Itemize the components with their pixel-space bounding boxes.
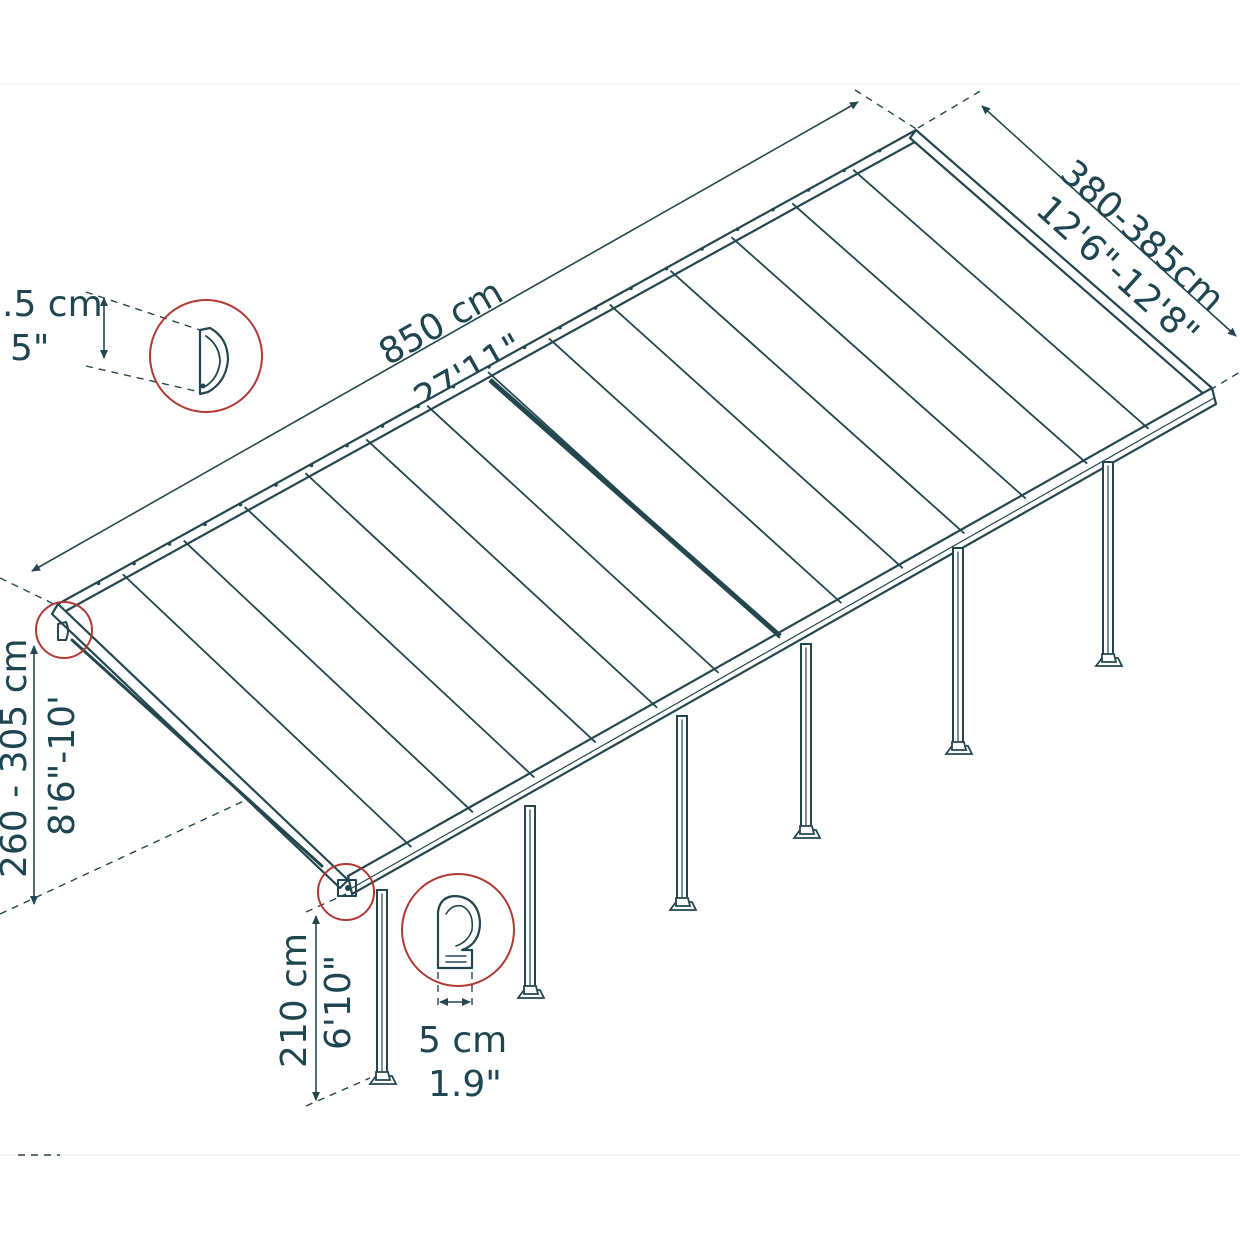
rail-bolt — [771, 207, 775, 212]
rail-bolt — [842, 168, 846, 173]
post-width-metric-label: 5 cm — [418, 1020, 507, 1061]
rail-bolts — [96, 148, 882, 586]
rail-bolt — [806, 188, 811, 192]
panel-seam — [669, 270, 965, 535]
rail-bolt — [558, 325, 562, 330]
rail-bolt — [664, 266, 669, 271]
panel-seam — [365, 438, 658, 709]
post-foot-bracket — [523, 985, 540, 995]
front-corner-bracket-icon — [337, 879, 357, 897]
rail-bolt — [238, 502, 243, 507]
rail-bolt — [309, 463, 314, 468]
panel-seam — [852, 169, 1150, 430]
support-post — [792, 643, 822, 839]
post-foot-bracket — [799, 825, 816, 835]
post-width-imperial-label: 1.9" — [428, 1064, 502, 1105]
left-side-rail — [50, 602, 350, 890]
center-beam — [488, 378, 782, 638]
back-rail — [56, 128, 924, 614]
post-foot-bracket — [951, 741, 968, 751]
back-corner-bracket-icon — [57, 621, 69, 641]
panel-seam — [122, 573, 413, 848]
rail-bolt — [380, 424, 385, 428]
post-profile-icon — [436, 894, 482, 970]
front-height-dimension: 210 cm 6'10" — [274, 893, 371, 1107]
gutter-inner-line — [351, 397, 1215, 889]
back-height-imperial-label: 8'6"-10' — [42, 695, 83, 836]
length-dimension: 850 cm 27'11" — [0, 89, 919, 607]
back-corner-detail-circle — [35, 601, 93, 659]
back-height-metric-label: 260 - 305 cm — [0, 638, 35, 878]
rail-bolt — [700, 247, 704, 251]
rail-bolt — [735, 227, 740, 232]
gutter-depth-imperial-label: 5" — [10, 328, 49, 369]
post-foot-bracket — [675, 897, 692, 907]
front-gutter — [346, 386, 1218, 896]
panel-seam — [304, 472, 597, 744]
rail-bolt — [522, 345, 527, 350]
post-foot-bracket — [375, 1071, 392, 1081]
panel-seam — [791, 202, 1088, 465]
gutter-detail-circle — [149, 299, 263, 413]
roof-panels — [122, 169, 1150, 848]
support-post — [516, 805, 546, 999]
support-post — [1094, 461, 1124, 667]
panel-seam — [609, 303, 904, 569]
rail-bolt — [345, 443, 349, 448]
rail-bolt — [629, 286, 633, 291]
rail-bolt — [416, 404, 420, 409]
gutter-profile-icon — [198, 326, 230, 396]
front-corner-detail-circle — [317, 863, 375, 921]
front-height-metric-label: 210 cm — [274, 933, 315, 1068]
left-rail-shadow — [70, 638, 324, 868]
rail-bolt — [877, 148, 882, 153]
rail-bolt — [487, 365, 491, 369]
back-height-dimension: 260 - 305 cm 8'6"-10' — [0, 638, 247, 915]
panel-seam — [183, 539, 474, 813]
panel-seam — [730, 236, 1027, 500]
support-post — [368, 889, 398, 1085]
rail-bolt — [96, 581, 101, 586]
front-height-imperial-label: 6'10" — [318, 955, 359, 1050]
gutter-depth-metric-label: .5 cm — [2, 284, 103, 325]
width-dimension: 380-385cm 12'6"-12'8" — [917, 89, 1240, 391]
rail-bolt — [167, 542, 172, 546]
support-post — [668, 715, 698, 911]
support-posts — [368, 461, 1124, 1085]
panel-seam — [243, 506, 535, 779]
post-foot-bracket — [1101, 653, 1118, 663]
post-detail-circle — [401, 873, 515, 987]
rail-bolt — [593, 306, 598, 310]
roof — [50, 128, 1218, 896]
post-callout: 5 cm 1.9" — [401, 873, 515, 1105]
gutter-callout: .5 cm 5" — [2, 284, 263, 413]
rail-bolt — [203, 522, 207, 527]
panel-seam — [426, 405, 720, 674]
rail-bolt — [451, 384, 456, 389]
rail-bolt — [132, 561, 136, 566]
rail-bolt — [274, 483, 278, 487]
support-post — [944, 547, 974, 755]
panel-seam — [548, 337, 843, 604]
